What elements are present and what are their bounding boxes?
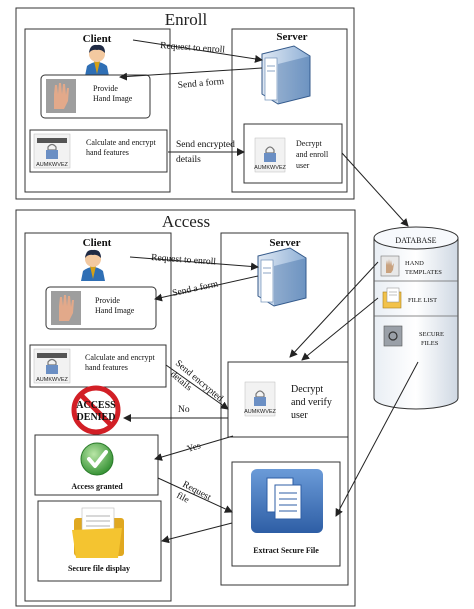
user-icon [85,44,109,76]
access-calc-line2: hand features [85,363,128,372]
checkmark-icon [80,442,114,476]
enroll-form-label: Send a form [177,76,225,91]
access-provide-hand-line2: Hand Image [95,306,135,315]
access-provide-hand-line1: Provide [95,296,120,305]
access-title: Access [162,212,210,231]
server-icon [261,45,311,105]
secure-files-icon [383,325,403,347]
hand-image-icon [51,291,81,325]
decrypt-thumbnail-icon: AUMKWVEZ [254,137,287,173]
access-yes-arrow [154,435,234,461]
enroll-calc-line2: hand features [86,148,129,157]
access-request-arrow [129,256,259,271]
enroll-request-arrow [132,39,263,63]
access-decrypt-line3: user [291,410,308,421]
access-encrypted-arrow [165,364,229,410]
enroll-decrypt-line2: and enroll [296,150,329,159]
access-request-file-arrow [157,477,233,513]
access-request-file-line2: file [175,490,191,506]
enroll-panel: Enroll Client Provide Hand Image AUMKWVE… [15,7,355,200]
secure-files-line1: SECURE [419,331,444,338]
enroll-provide-hand-line1: Provide [93,84,118,93]
access-decrypt-line1: Decrypt [291,384,323,395]
access-request-label: Request to enroll [151,253,217,268]
hand-templates-icon [380,255,400,277]
enroll-decrypt-line1: Decrypt [296,139,323,148]
database-cylinder: DATABASE HAND TEMPLATES FILE LIST SECURE… [373,226,459,410]
access-denied-line2: DENIED [77,412,116,423]
hand-templates-line1: HAND [405,260,424,267]
extract-to-display-arrow [161,522,233,544]
access-granted-label: Access granted [71,482,123,491]
user-icon [81,249,105,281]
enroll-request-label: Request to enroll [160,41,226,56]
access-denied-line1: ACCESS [76,400,116,411]
extract-file-icon [251,469,323,533]
file-list-to-decrypt-arrow [301,297,379,361]
enroll-decrypt-line3: user [296,161,310,170]
enroll-client-label: Client [83,33,112,45]
folder-icon [72,507,124,558]
access-server-label: Server [269,237,300,249]
secure-files-line2: FILES [421,340,439,347]
access-denied-icon: ACCESS DENIED [71,385,121,435]
enroll-calc-line1: Calculate and encrypt [86,138,157,147]
enroll-to-database-arrow [341,152,409,227]
calc-thumbnail-label: AUMKWVEZ [36,377,68,383]
server-icon [257,247,307,307]
enroll-encrypted-line2: details [176,155,201,165]
access-yes-label: Yes [186,441,202,455]
access-calc-line1: Calculate and encrypt [85,353,156,362]
access-no-label: No [178,405,190,415]
hand-templates-line2: TEMPLATES [405,269,442,276]
enroll-encrypted-line1: Send encrypted [176,140,235,150]
calc-thumbnail-label: AUMKWVEZ [36,162,68,168]
hand-templates-to-decrypt-arrow [289,261,379,358]
secure-files-to-extract-arrow [335,361,419,517]
decrypt-thumbnail-label: AUMKWVEZ [254,165,286,171]
encrypt-thumbnail-icon: AUMKWVEZ [33,348,71,384]
hand-image-icon [46,79,76,113]
database-title: DATABASE [395,236,436,245]
access-form-arrow [154,275,259,302]
file-list-label: FILE LIST [408,297,437,304]
enroll-form-arrow [119,67,263,81]
enroll-server-label: Server [276,31,307,43]
encrypt-thumbnail-icon: AUMKWVEZ [33,133,71,169]
access-decrypt-line2: and verify [291,397,332,408]
enroll-provide-hand-line2: Hand Image [93,94,133,103]
decrypt-thumbnail-label: AUMKWVEZ [244,409,276,415]
file-list-icon [382,287,402,309]
secure-display-label: Secure file display [68,564,130,573]
access-client-label: Client [83,237,112,249]
enroll-title: Enroll [165,10,208,29]
extract-label: Extract Secure File [253,546,319,555]
decrypt-thumbnail-icon: AUMKWVEZ [244,381,277,417]
access-panel: Access Client Provide Hand Image AUMKWVE… [15,209,356,607]
